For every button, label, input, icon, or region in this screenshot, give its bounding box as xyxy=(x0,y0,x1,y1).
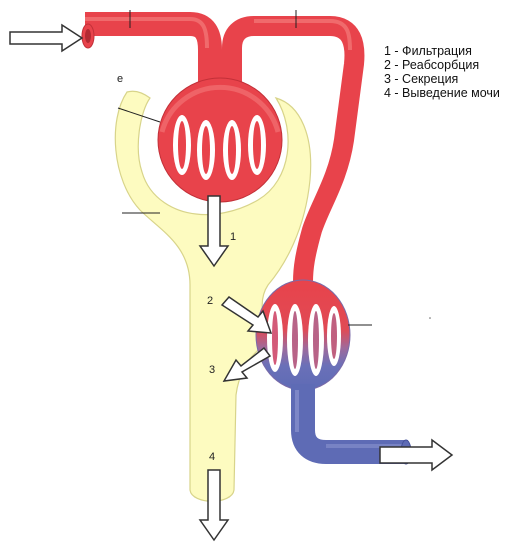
afferent-arteriole xyxy=(85,24,210,92)
glomerulus xyxy=(158,78,282,202)
label-filtration-number: 1 xyxy=(230,231,236,243)
legend-item-filtration: 1 - Фильтрация xyxy=(384,44,500,58)
inflow-arrow xyxy=(10,25,82,51)
legend: 1 - Фильтрация 2 - Реабсорбция 3 - Секре… xyxy=(384,44,500,100)
legend-item-reabsorption: 2 - Реабсорбция xyxy=(384,58,500,72)
venule xyxy=(303,384,408,452)
legend-item-secretion: 3 - Секреция xyxy=(384,72,500,86)
label-secretion-number: 3 xyxy=(209,364,215,376)
label-reabsorption-number: 2 xyxy=(207,295,213,307)
legend-item-excretion: 4 - Выведение мочи xyxy=(384,86,500,100)
label-excretion-number: 4 xyxy=(209,451,215,463)
peritubular-capillary xyxy=(256,280,350,390)
stray-label: е xyxy=(117,73,123,85)
